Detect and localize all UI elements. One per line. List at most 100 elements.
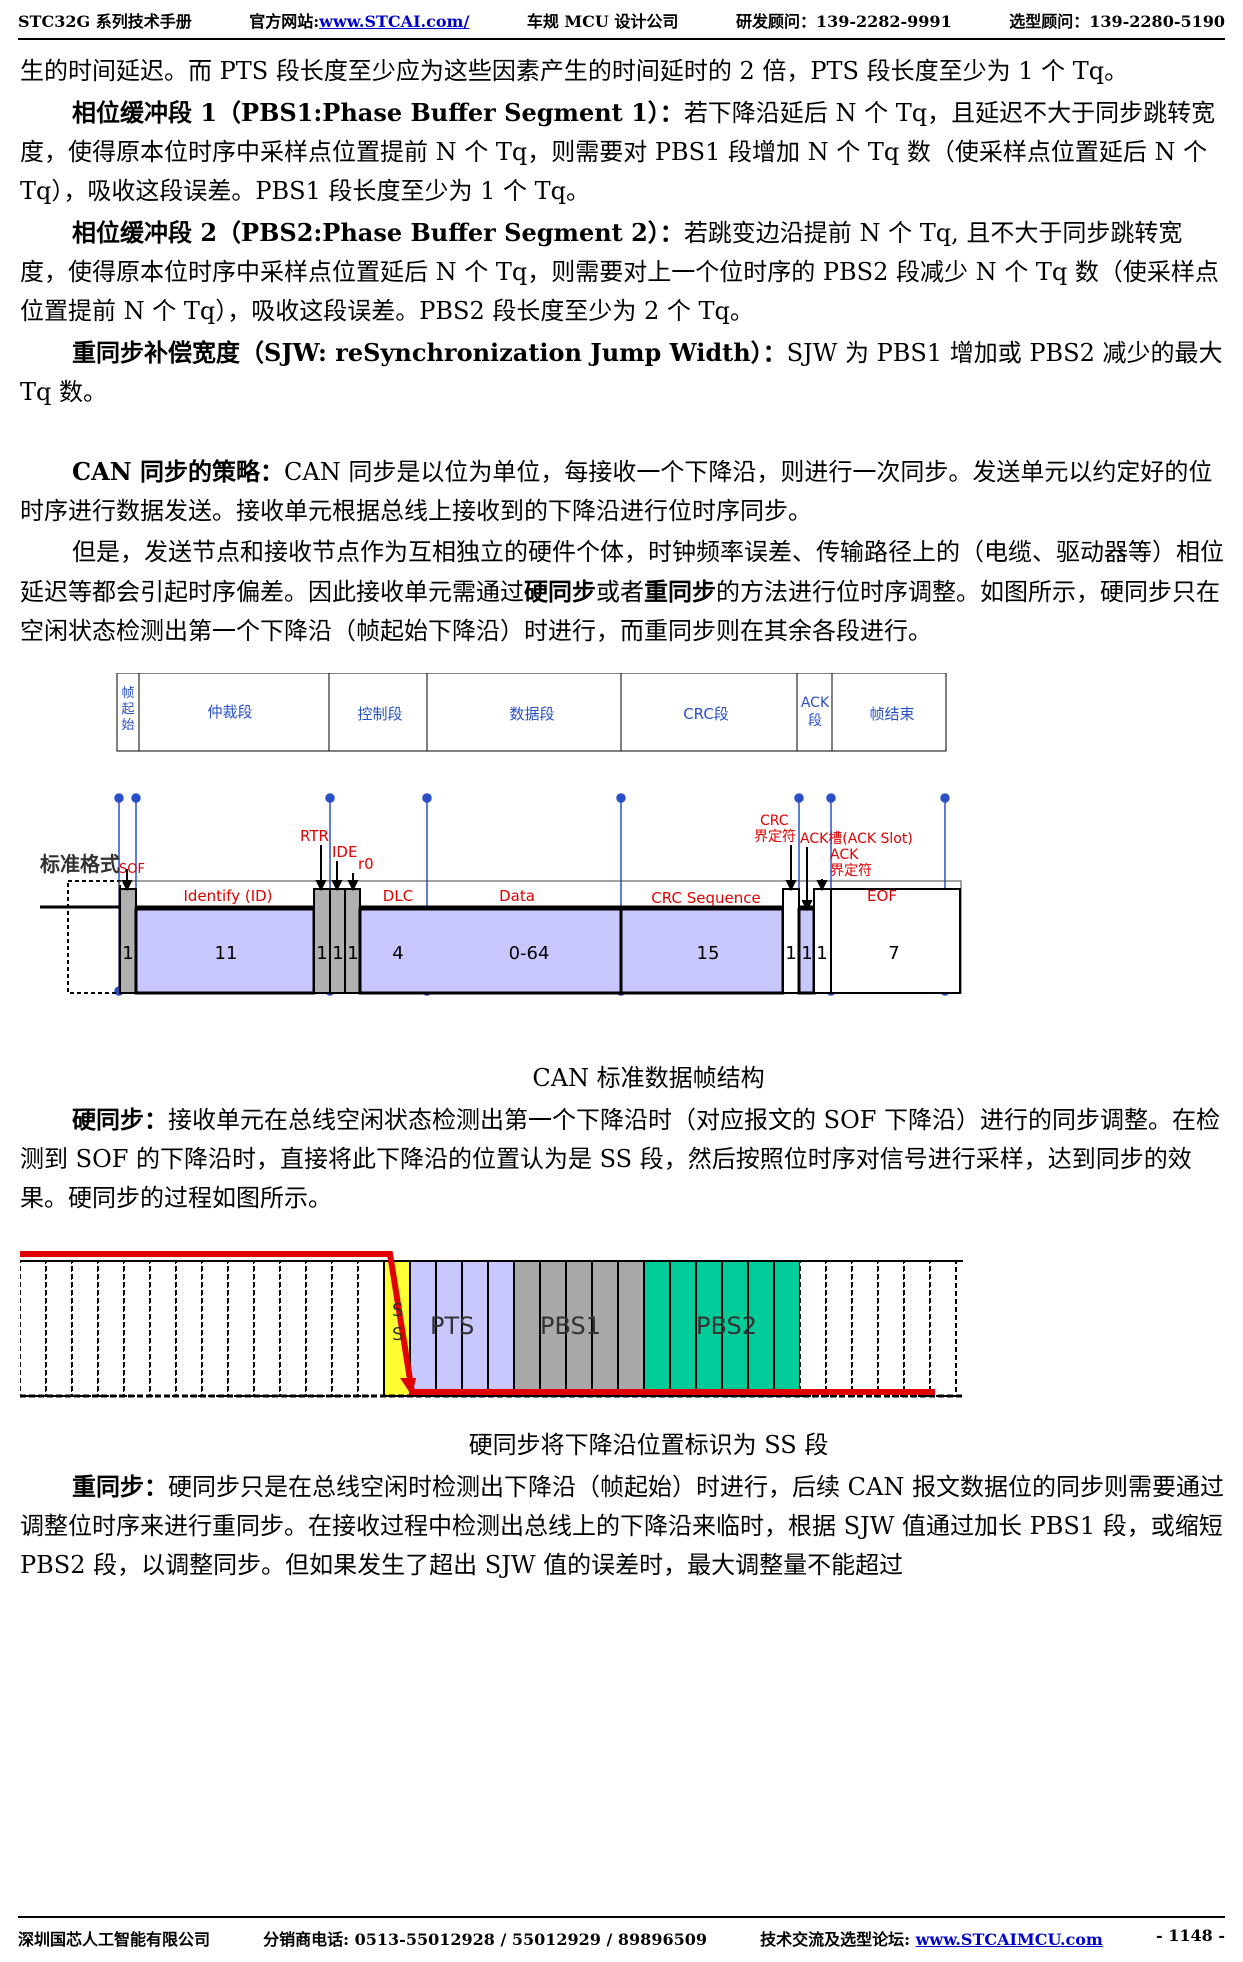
sync-label-ss-2: S — [392, 1324, 403, 1345]
figure-caption-hard-sync: 硬同步将下降沿位置标识为 SS 段 — [468, 1431, 829, 1459]
paragraph-sync-strategy: CAN 同步的策略：CAN 同步是以位为单位，每接收一个下降沿，则进行一次同步。… — [20, 457, 1213, 525]
sync-tq-cell — [279, 1260, 307, 1397]
seg-label-sof-3: 始 — [121, 718, 134, 733]
sync-tq-cell — [97, 1260, 125, 1397]
footer-forum: 技术交流及选型论坛: www.STCAIMCU.com — [760, 1930, 1103, 1949]
sync-tq-cell — [643, 1260, 671, 1397]
sync-tq-cell — [305, 1260, 333, 1397]
footer-phone: 分销商电话: 0513-55012928 / 55012929 / 898965… — [263, 1930, 707, 1949]
sync-tq-cell — [201, 1260, 229, 1397]
paragraph-resync: 重同步：硬同步只是在总线空闲时检测出下降沿（帧起始）时进行，后续 CAN 报文数… — [20, 1472, 1224, 1579]
sync-tq-cell — [799, 1260, 827, 1397]
company-tagline: 车规 MCU 设计公司 — [526, 12, 679, 31]
count-eof: 7 — [888, 943, 899, 964]
sync-tq-cell — [149, 1260, 177, 1397]
sync-tq-cell — [227, 1260, 255, 1397]
sync-tq-cell — [617, 1260, 645, 1397]
sync-tq-cell — [253, 1260, 281, 1397]
seg-box-eof — [831, 673, 947, 752]
field-sof: SOF — [119, 862, 145, 877]
sync-tq-cell — [565, 1260, 593, 1397]
paragraph-pbs2: 相位缓冲段 2（PBS2:Phase Buffer Segment 2）：若跳变… — [20, 218, 1219, 325]
sync-label-ss-1: S — [392, 1300, 403, 1321]
count-ack-delim: 1 — [816, 943, 827, 964]
sync-tq-cell — [175, 1260, 203, 1397]
bit-ack-slot: ACK槽(ACK Slot) — [800, 831, 913, 847]
bit-ide: IDE — [332, 843, 357, 861]
page-footer: 深圳国芯人工智能有限公司 分销商电话: 0513-55012928 / 5501… — [18, 1916, 1225, 1950]
page-header: STC32G 系列技术手册 官方网站:www.STCAI.com/ 车规 MCU… — [18, 8, 1225, 40]
count-id: 11 — [215, 943, 238, 964]
seg-box-arb — [138, 673, 330, 752]
bit-crc-delim-1: CRC — [760, 813, 789, 829]
sync-tq-cell — [20, 1260, 47, 1397]
sync-tq-cell — [773, 1260, 801, 1397]
sync-tq-cell — [903, 1260, 931, 1397]
sync-tq-cell — [123, 1260, 151, 1397]
bit-crc-delim-2: 界定符 — [754, 829, 796, 845]
seg-label-ctrl: 控制段 — [357, 705, 402, 723]
count-ide: 1 — [332, 943, 343, 964]
paragraph-pbs1: 相位缓冲段 1（PBS1:Phase Buffer Segment 1）：若下降… — [20, 98, 1216, 205]
field-eof: EOF — [867, 887, 897, 905]
forum-link[interactable]: www.STCAIMCU.com — [915, 1930, 1103, 1949]
sync-tq-cell — [929, 1260, 957, 1397]
count-rtr: 1 — [316, 943, 327, 964]
seg-label-sof-2: 起 — [121, 702, 134, 717]
sync-tq-cell — [877, 1260, 905, 1397]
can-frame-diagram: 帧 起 始 仲裁段 控制段 数据段 CRC段 ACK 段 帧结束 标准格式 — [40, 673, 962, 996]
seg-label-ack-1: ACK — [801, 695, 830, 711]
count-crc-delim: 1 — [785, 943, 796, 964]
sync-tq-cell — [669, 1260, 697, 1397]
field-crc: CRC Sequence — [651, 889, 760, 907]
sync-tq-cell — [331, 1260, 359, 1397]
field-data: Data — [499, 887, 535, 905]
seg-label-ack-2: 段 — [808, 713, 822, 729]
sync-label-pbs1: PBS1 — [540, 1312, 601, 1340]
page-content: 生的时间延迟。而 PTS 段长度至少应为这些因素产生的时间延时的 2 倍，PTS… — [20, 52, 1225, 1587]
count-sof: 1 — [122, 943, 133, 964]
page-number: - 1148 - — [1156, 1926, 1225, 1945]
sync-label-pbs2: PBS2 — [696, 1312, 757, 1340]
hard-sync-diagram: S S PTS PBS1 PBS2 — [20, 1251, 963, 1398]
bit-rtr: RTR — [300, 827, 329, 845]
count-r0: 1 — [347, 943, 358, 964]
paragraph-sync-methods: 但是，发送节点和接收节点作为互相独立的硬件个体，时钟频率误差、传输路径上的（电缆… — [20, 538, 1224, 645]
paragraph-sjw: 重同步补偿宽度（SJW: reSynchronization Jump Widt… — [20, 338, 1223, 406]
sync-tq-cell — [45, 1260, 73, 1397]
seg-box-ack — [796, 673, 833, 752]
paragraph-pts: 生的时间延迟。而 PTS 段长度至少应为这些因素产生的时间延时的 2 倍，PTS… — [20, 57, 1129, 85]
sync-tq-cell — [357, 1260, 385, 1397]
count-ack-slot: 1 — [801, 943, 812, 964]
field-id: Identify (ID) — [183, 887, 272, 905]
bit-r0: r0 — [358, 855, 374, 873]
site-link[interactable]: www.STCAI.com/ — [319, 12, 470, 31]
seg-label-eof: 帧结束 — [869, 705, 914, 723]
figure-caption-frame: CAN 标准数据帧结构 — [532, 1064, 765, 1092]
seg-label-crc: CRC段 — [683, 705, 729, 723]
site-info: 官方网站:www.STCAI.com/ — [249, 12, 470, 31]
footer-company: 深圳国芯人工智能有限公司 — [18, 1930, 211, 1949]
sync-tq-cell — [825, 1260, 853, 1397]
sync-tq-cell — [487, 1260, 515, 1397]
field-dlc: DLC — [383, 887, 413, 905]
seg-label-data: 数据段 — [509, 705, 554, 723]
manual-title: STC32G 系列技术手册 — [18, 12, 192, 31]
sync-tq-cell — [513, 1260, 541, 1397]
sync-tq-cell — [851, 1260, 879, 1397]
rd-advisor: 研发顾问：139-2282-9991 — [735, 12, 952, 31]
count-dlc: 4 — [392, 943, 403, 964]
seg-label-sof-1: 帧 — [121, 686, 134, 701]
seg-box-data — [426, 673, 622, 752]
bit-ack-delim-2: 界定符 — [830, 863, 872, 879]
count-crc: 15 — [697, 943, 720, 964]
sync-tq-cell — [591, 1260, 619, 1397]
sync-tq-cell — [71, 1260, 99, 1397]
std-format-label: 标准格式 — [40, 852, 120, 876]
bit-ack-delim-1: ACK — [830, 847, 859, 863]
sel-advisor: 选型顾问：139-2280-5190 — [1009, 12, 1225, 31]
count-data: 0-64 — [509, 943, 550, 964]
sync-label-pts: PTS — [430, 1312, 474, 1340]
seg-label-arb: 仲裁段 — [207, 703, 252, 721]
paragraph-hard-sync: 硬同步：接收单元在总线空闲状态检测出第一个下降沿时（对应报文的 SOF 下降沿）… — [20, 1105, 1221, 1212]
